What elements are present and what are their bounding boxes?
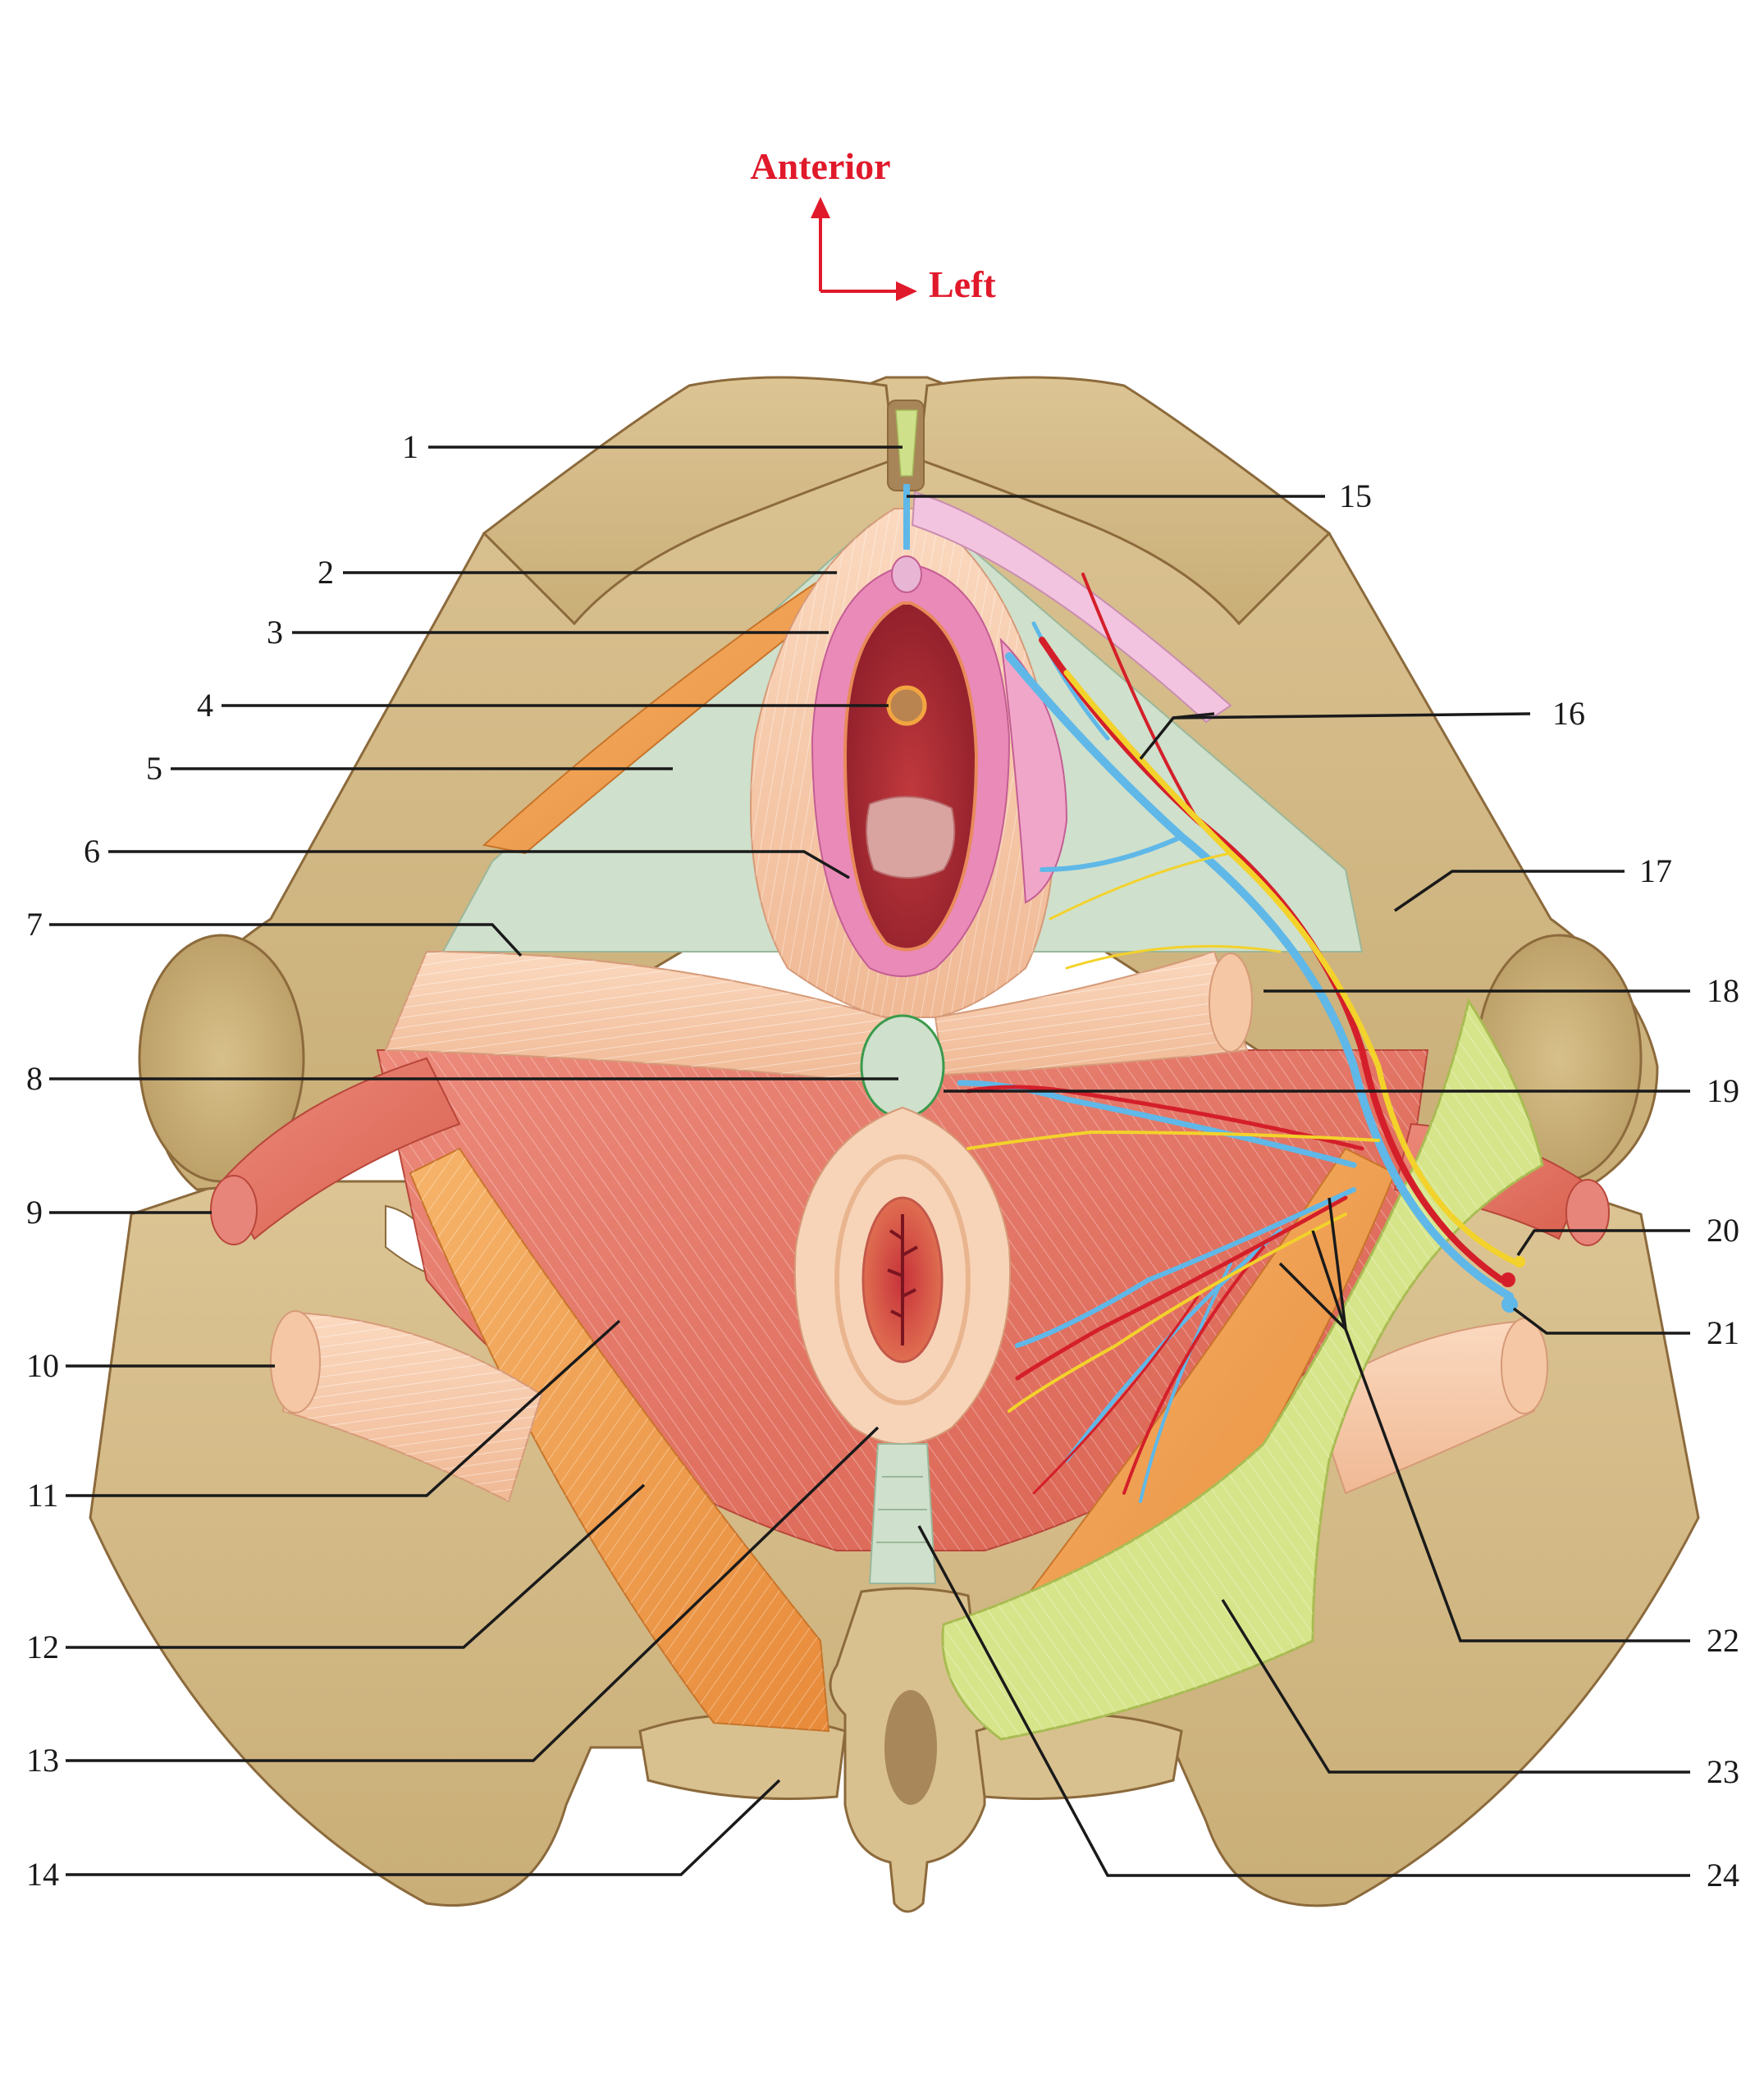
leader-16b xyxy=(1172,712,1215,720)
label-2: 2 xyxy=(318,554,334,591)
orientation-indicator: Anterior Left xyxy=(750,145,996,305)
left-arrowhead xyxy=(896,281,917,301)
right-pubic-wing xyxy=(917,376,1332,626)
label-7: 7 xyxy=(26,906,43,943)
anterior-arrowhead xyxy=(811,197,830,218)
pudendal-vessels-and-nerves xyxy=(957,573,1525,1503)
semitendinosus-right xyxy=(1311,1318,1548,1495)
label-18: 18 xyxy=(1707,972,1739,1009)
leader-7 xyxy=(49,923,523,957)
leader-20 xyxy=(1516,1229,1690,1256)
perineal-body xyxy=(860,1014,945,1119)
sacrum-ala-left xyxy=(638,1713,847,1800)
external-urethral-orifice xyxy=(886,685,927,726)
label-3: 3 xyxy=(267,614,283,651)
label-4: 4 xyxy=(197,687,213,724)
leader-23 xyxy=(1221,1599,1690,1774)
suspensory-ligament-of-clitoris xyxy=(895,409,918,477)
label-13: 13 xyxy=(26,1742,59,1779)
leader-17 xyxy=(1394,870,1625,912)
anterior-label: Anterior xyxy=(750,145,890,187)
label-6: 6 xyxy=(84,833,100,870)
leader-6 xyxy=(108,850,850,879)
label-12: 12 xyxy=(26,1629,59,1665)
glans-of-clitoris xyxy=(891,555,922,593)
leader-22 xyxy=(1328,1197,1690,1642)
label-17: 17 xyxy=(1639,852,1672,889)
label-20: 20 xyxy=(1707,1212,1739,1249)
label-24: 24 xyxy=(1707,1857,1739,1894)
leader-21 xyxy=(1512,1307,1690,1335)
label-16: 16 xyxy=(1552,695,1585,732)
label-14: 14 xyxy=(26,1856,59,1893)
number-labels-left: 1 2 3 4 5 6 7 8 9 10 11 12 13 14 xyxy=(26,428,418,1893)
vestibule xyxy=(843,601,979,952)
transverse-perineal-cut-end xyxy=(1209,952,1253,1053)
label-9: 9 xyxy=(26,1194,43,1231)
crus-of-clitoris xyxy=(911,491,1232,724)
label-11: 11 xyxy=(27,1477,59,1514)
label-8: 8 xyxy=(26,1060,43,1097)
pudendal-nerve-cut xyxy=(1514,1256,1525,1268)
anococcygeal-ligament xyxy=(868,1443,937,1584)
left-pubic-wing xyxy=(482,376,896,626)
leader-11 xyxy=(66,1319,621,1497)
leader-22c xyxy=(1311,1230,1347,1330)
vaginal-orifice xyxy=(866,796,956,879)
leader-lines xyxy=(49,445,1690,1877)
label-19: 19 xyxy=(1707,1072,1739,1109)
anal-mucosa-folds xyxy=(887,1214,918,1345)
semitendinosus-left xyxy=(270,1310,543,1503)
leader-14 xyxy=(66,1779,781,1876)
internal-pudendal-vein xyxy=(1005,652,1514,1300)
leader-22b xyxy=(1278,1262,1347,1331)
label-23: 23 xyxy=(1707,1753,1739,1790)
pudendal-vessel-cut-artery xyxy=(1501,1272,1515,1287)
external-anal-sphincter-ring xyxy=(834,1154,971,1405)
label-21: 21 xyxy=(1707,1314,1739,1351)
bulb-of-vestibule xyxy=(999,637,1068,904)
leader-24 xyxy=(917,1525,1690,1877)
label-22: 22 xyxy=(1707,1622,1739,1659)
leader-12 xyxy=(66,1483,646,1649)
coccyx-foramen xyxy=(884,1690,937,1805)
obturator-internus-left xyxy=(210,1057,461,1245)
leader-13 xyxy=(66,1426,880,1762)
left-label: Left xyxy=(929,263,996,305)
number-labels-right: 15 16 17 18 19 20 21 22 23 24 xyxy=(1339,477,1739,1894)
label-15: 15 xyxy=(1339,477,1372,514)
label-1: 1 xyxy=(402,428,418,465)
label-10: 10 xyxy=(26,1347,59,1384)
left-gluteus-fibers xyxy=(410,1149,829,1731)
label-5: 5 xyxy=(146,750,162,787)
